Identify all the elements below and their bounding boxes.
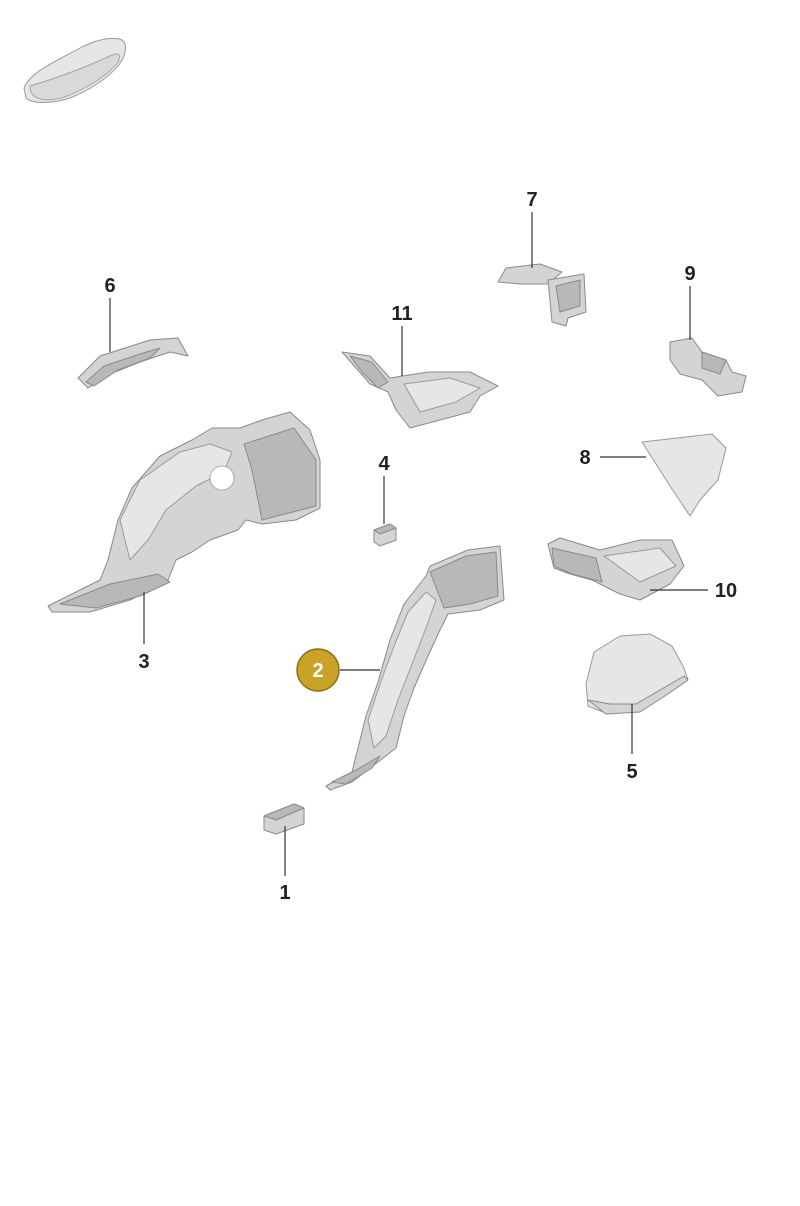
part-4[interactable]	[373, 523, 397, 547]
part-9[interactable]	[669, 337, 747, 397]
part-3[interactable]	[47, 411, 321, 613]
callout-9[interactable]: 9	[684, 263, 695, 285]
highlight-circle	[296, 648, 340, 692]
callout-4[interactable]: 4	[378, 453, 390, 475]
callout-2-badge[interactable]: 2	[296, 648, 340, 692]
part-8[interactable]	[641, 433, 727, 517]
callout-6[interactable]: 6	[104, 275, 115, 297]
callout-11[interactable]: 11	[391, 303, 412, 325]
part-1[interactable]	[263, 803, 305, 835]
part-11[interactable]	[341, 351, 499, 429]
part-5[interactable]	[585, 633, 689, 715]
part-10[interactable]	[547, 537, 685, 601]
callout-1[interactable]: 1	[279, 882, 290, 904]
callout-7[interactable]: 7	[526, 189, 537, 211]
part-7[interactable]	[497, 263, 587, 327]
callout-2[interactable]: 2	[312, 660, 323, 682]
car-silhouette-icon	[23, 37, 126, 103]
callout-8[interactable]: 8	[579, 447, 590, 469]
part-2[interactable]	[325, 545, 505, 791]
callout-5[interactable]: 5	[626, 761, 637, 783]
part-6[interactable]	[77, 337, 189, 389]
callout-10[interactable]: 10	[715, 580, 737, 602]
callout-3[interactable]: 3	[138, 651, 149, 673]
